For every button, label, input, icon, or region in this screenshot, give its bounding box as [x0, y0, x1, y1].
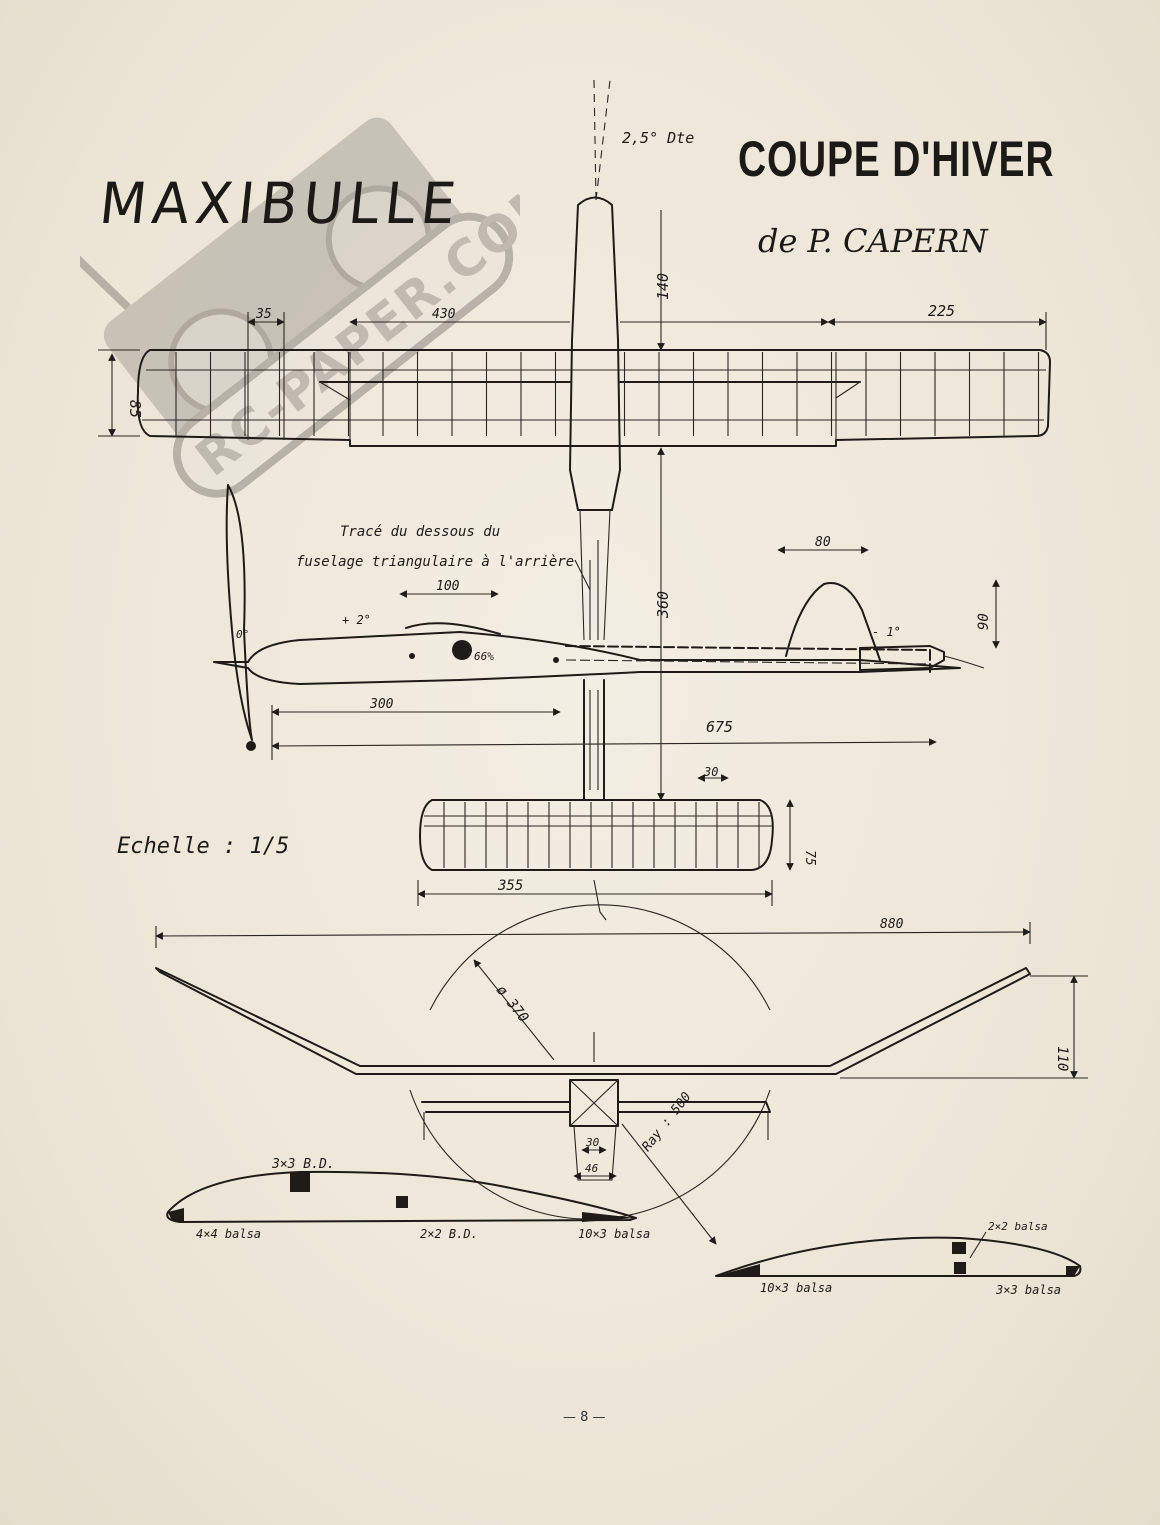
label-140: 140 — [654, 273, 672, 300]
wing-ribs — [175, 352, 1040, 436]
fuselage-note-2: fuselage triangulaire à l'arrière — [296, 554, 574, 570]
scale-label: Echelle : 1/5 — [117, 834, 290, 859]
label-30a: 30 — [703, 765, 718, 779]
spar-3x3 — [290, 1172, 310, 1192]
label-fin-offset: 2,5° Dte — [622, 129, 694, 147]
label-minus1: - 1° — [872, 625, 901, 639]
category-title: COUPE D'HIVER — [738, 131, 1055, 187]
fuselage-note-1: Tracé du dessous du — [340, 524, 500, 540]
wing-top-view — [136, 349, 1051, 447]
label-100: 100 — [436, 579, 460, 594]
label-zero-deg: 0° — [236, 628, 249, 641]
label-360: 360 — [654, 591, 672, 619]
fin — [785, 582, 881, 661]
label-te10x3: 10×3 balsa — [578, 1227, 650, 1241]
label-75: 75 — [802, 850, 817, 866]
label-300: 300 — [369, 697, 394, 712]
propeller — [225, 484, 253, 741]
stabilizer-top-view: 30 75 355 — [417, 765, 817, 921]
label-880: 880 — [880, 917, 904, 932]
label-225: 225 — [928, 302, 955, 320]
wing-rib-section: 3×3 B.D. 4×4 balsa 2×2 B.D. 10×3 balsa — [166, 1157, 650, 1241]
side-view: Tracé du dessous du fuselage triangulair… — [213, 484, 1000, 760]
cg-icon — [452, 640, 472, 660]
label-spar3x3: 3×3 B.D. — [271, 1157, 335, 1172]
label-46: 46 — [585, 1162, 599, 1175]
label-675: 675 — [706, 718, 733, 736]
label-85: 85 — [126, 400, 144, 418]
label-ray500: Ray : 500 — [639, 1090, 694, 1155]
label-30b: 30 — [585, 1136, 600, 1149]
author-name: de P. CAPERN — [758, 222, 988, 260]
label-355: 355 — [497, 878, 523, 894]
label-cg: 66% — [474, 650, 494, 663]
label-le4x4: 4×4 balsa — [196, 1227, 261, 1241]
stab-ribs — [443, 802, 760, 868]
label-80: 80 — [815, 535, 831, 550]
label-s2x2b: 2×2 balsa — [988, 1220, 1048, 1233]
label-dia370: ø 370 — [493, 983, 532, 1026]
label-spar2x2: 2×2 B.D. — [420, 1227, 478, 1241]
stab-rib-section: 2×2 balsa 10×3 balsa 3×3 balsa — [715, 1220, 1082, 1297]
fuselage-top-view — [569, 79, 621, 801]
spar-2x2 — [396, 1196, 408, 1208]
label-s3x3b: 3×3 balsa — [995, 1283, 1061, 1297]
label-90: 90 — [976, 613, 992, 630]
label-430: 430 — [432, 307, 456, 322]
label-s10x3b: 10×3 balsa — [760, 1281, 832, 1295]
front-view: 880 110 ø 370 Ray : 500 30 46 — [155, 904, 1088, 1245]
label-plus2: + 2° — [342, 613, 371, 627]
top-dimensions: 2,5° Dte 35 430 225 140 85 360 — [98, 129, 1047, 801]
label-35: 35 — [255, 307, 272, 322]
page-number: — 8 — — [563, 1410, 606, 1425]
label-110: 110 — [1054, 1046, 1070, 1071]
